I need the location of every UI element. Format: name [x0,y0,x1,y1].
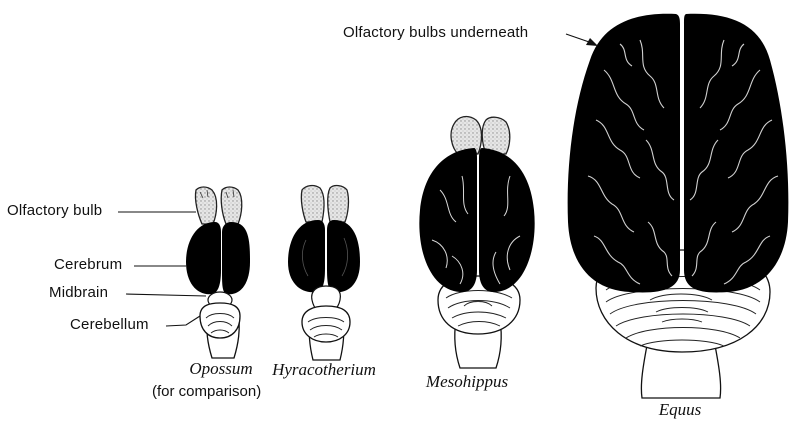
caption-opossum-name: Opossum [189,359,252,378]
caption-mesohippus-name: Mesohippus [426,372,508,391]
caption-hyracotherium-name: Hyracotherium [272,360,376,379]
opossum-cerebrum-left [186,222,221,294]
opossum-cerebrum-right [222,222,250,294]
leader-cerebellum [166,316,200,326]
equus-brain [568,14,789,398]
opossum-olfactory-bulb-left [195,187,216,224]
mesohippus-cerebrum-left [419,148,477,292]
hyracotherium-cerebrum-right [327,220,360,292]
label-cerebellum: Cerebellum [70,316,149,333]
label-olfactory-bulbs-underneath: Olfactory bulbs underneath [343,24,528,41]
equus-cerebrum-right [684,14,788,293]
leader-midbrain [126,294,206,296]
mesohippus-brain [419,117,534,368]
caption-equus: Equus [640,400,720,420]
opossum-brain [186,187,250,358]
mesohippus-olfactory-bulb-left [451,117,481,154]
caption-opossum-note: (for comparison) [152,383,261,400]
hyracotherium-cerebrum-left [288,220,325,292]
label-olfactory-bulb: Olfactory bulb [7,202,102,219]
caption-mesohippus: Mesohippus [412,372,522,392]
label-midbrain: Midbrain [49,284,108,301]
hyracotherium-olfactory-bulb-left [301,186,324,222]
mesohippus-cerebrum-right [479,148,535,292]
opossum-olfactory-bulb-right [221,187,242,224]
opossum-cerebellum [200,303,240,338]
label-cerebrum: Cerebrum [54,256,122,273]
arrowhead-olfactory-bulbs-underneath [586,38,598,46]
hyracotherium-brain [288,186,360,360]
caption-hyracotherium: Hyracotherium [254,360,394,380]
hyracotherium-olfactory-bulb-right [328,186,349,222]
hyracotherium-cerebellum [302,306,350,342]
caption-equus-name: Equus [659,400,702,419]
